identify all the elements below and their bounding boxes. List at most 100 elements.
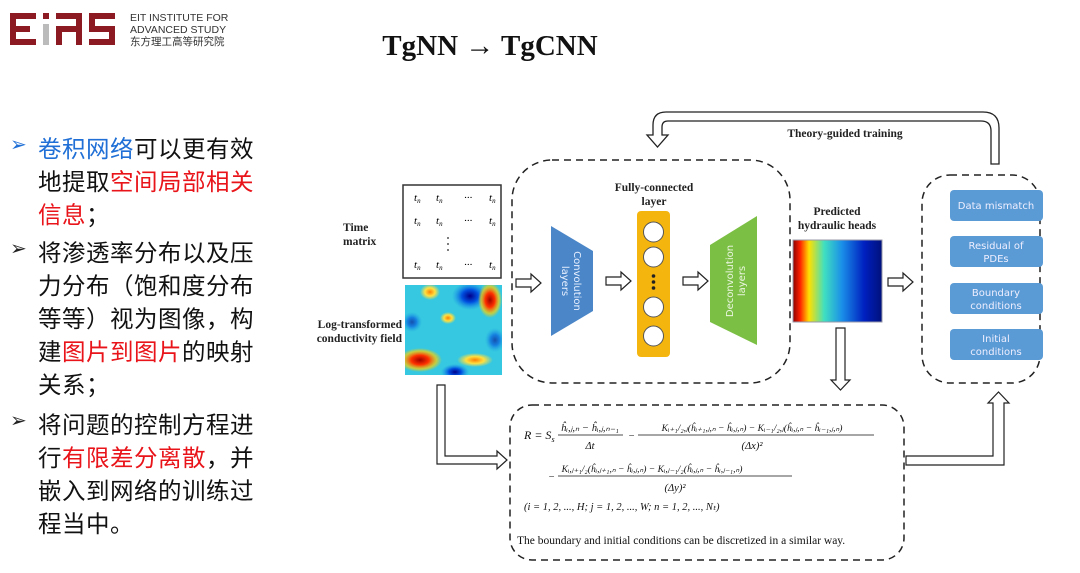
loss-item-label: conditions	[970, 347, 1021, 358]
bullet-text: 信息	[38, 201, 86, 229]
loss-item: Boundary conditions	[950, 283, 1043, 314]
time-matrix-entry: tn	[414, 259, 421, 272]
bullet-line: 程当中。	[38, 505, 134, 539]
bullet-text: 地提取	[38, 168, 110, 196]
bullet-line: 嵌入到网络的训练过	[38, 472, 254, 506]
bullet-line: 卷积网络可以更有效	[38, 130, 254, 164]
time-matrix-entries: tn tn ··· tn tn tn ··· tn tn tn ··· tn	[414, 192, 496, 272]
time-matrix-entry: tn	[436, 192, 443, 205]
svg-text:Kᵢ₊₁/₂,ⱼ(ĥᵢ₊₁,ⱼ,ₙ − ĥᵢ,ⱼ,ₙ) −: Kᵢ₊₁/₂,ⱼ(ĥᵢ₊₁,ⱼ,ₙ − ĥᵢ,ⱼ,ₙ) − Kᵢ₋₁/₂,ⱼ(ĥ…	[661, 421, 843, 434]
bullet-text: 程当中。	[38, 510, 134, 538]
bullet-text: 可以更有效	[134, 135, 254, 163]
field-to-formula-arrow	[436, 384, 508, 471]
fully-connected-layer	[637, 211, 670, 357]
down-arrow	[829, 327, 852, 391]
flow-arrows	[515, 270, 914, 294]
time-matrix-label-2: matrix	[343, 236, 376, 248]
time-matrix-label: Time	[343, 222, 368, 234]
deconv-label: Deconvolution	[725, 245, 736, 317]
svg-text:(i = 1, 2, ..., H; j = 1,: (i = 1, 2, ..., H; j = 1, 2, ..., W; n =…	[524, 502, 720, 513]
loss-container	[921, 174, 1041, 384]
bullet-line: 信息；	[38, 196, 110, 230]
bullet-line: 将渗透率分布以及压	[38, 234, 254, 268]
slide-title: TgNN → TgCNN	[382, 30, 598, 62]
loss-item-label: Data mismatch	[958, 201, 1034, 212]
bullet-marker-icon: ➢	[10, 132, 27, 156]
time-matrix-entry: tn	[414, 192, 421, 205]
eias-logo	[10, 13, 122, 53]
eias-logo-mark	[10, 13, 115, 45]
bullet-line: 将问题的控制方程进	[38, 406, 254, 440]
svg-text:(Δy)²: (Δy)²	[665, 483, 687, 494]
svg-text:Δt: Δt	[584, 441, 595, 452]
org-name-line1: EIT INSTITUTE FOR	[130, 12, 229, 24]
bullet-text: 力分布（饱和度分布	[38, 272, 254, 300]
bullet-line: 力分布（饱和度分布	[38, 267, 254, 301]
bullet-marker-icon: ➢	[10, 236, 27, 260]
bullet-text: 嵌入到网络的训练过	[38, 477, 254, 505]
formula-container	[509, 404, 905, 561]
loss-item: Residual of PDEs	[950, 236, 1043, 267]
svg-text:R = Ss: R = Ss	[523, 428, 555, 444]
time-matrix-entry: tn	[436, 215, 443, 228]
loss-item-label: Boundary	[972, 288, 1020, 299]
bullet-marker-icon: ➢	[10, 408, 27, 432]
svg-text:(Δx)²: (Δx)²	[742, 441, 764, 452]
predicted-heads-image	[792, 239, 883, 323]
bullet-text: 的映射	[182, 338, 254, 366]
fc-label-2: layer	[642, 196, 667, 208]
loss-item-label: PDEs	[983, 254, 1008, 265]
bullet-text: 将问题的控制方程进	[38, 411, 254, 439]
conductivity-label-2: conductivity field	[317, 333, 403, 345]
bullet-text: ；	[86, 201, 110, 229]
time-matrix-entry: ···	[464, 259, 473, 271]
bullet-text: 将渗透率分布以及压	[38, 239, 254, 267]
svg-text:ĥᵢ,ⱼ,ₙ − ĥᵢ,ⱼ,ₙ₋₁: ĥᵢ,ⱼ,ₙ − ĥᵢ,ⱼ,ₙ₋₁	[561, 421, 619, 434]
loss-item: Data mismatch	[950, 190, 1043, 221]
svg-text:Kᵢ,ⱼ₊₁/₂(ĥᵢ,ⱼ₊₁,ₙ − ĥᵢ,ⱼ,ₙ) −: Kᵢ,ⱼ₊₁/₂(ĥᵢ,ⱼ₊₁,ₙ − ĥᵢ,ⱼ,ₙ) − Kᵢ,ⱼ₋₁/₂(ĥ…	[561, 462, 743, 475]
bullet-line: 建图片到图片的映射	[38, 333, 254, 367]
time-matrix-entry: tn	[489, 215, 496, 228]
bullet-text: 等等）视为图像，构	[38, 305, 254, 333]
bullet-line: 行有限差分离散，并	[38, 439, 254, 473]
loss-item-label: conditions	[970, 301, 1021, 312]
loss-item: Initial conditions	[950, 329, 1043, 360]
network-container	[511, 159, 791, 384]
bullet-line: 地提取空间局部相关	[38, 163, 254, 197]
bullet-text: 行	[38, 444, 62, 472]
bullet-text: 关系；	[38, 371, 110, 399]
training-loop-arrow	[645, 111, 1000, 165]
conv-label: Convolution	[571, 251, 582, 311]
time-matrix-entry: ···	[464, 192, 473, 204]
loss-item-label: Residual of	[968, 241, 1024, 252]
time-matrix-entry: tn	[489, 259, 496, 272]
bullet-text: 空间局部相关	[110, 168, 254, 196]
heads-label: Predicted	[813, 206, 861, 218]
org-name-line2: ADVANCED STUDY	[130, 24, 227, 36]
conv-label-2: layers	[559, 266, 570, 296]
bullet-line: 等等）视为图像，构	[38, 300, 254, 334]
svg-text:−: −	[548, 472, 555, 483]
formula-to-loss-arrow	[905, 391, 1011, 466]
deconvolution-layers	[710, 216, 757, 345]
svg-text:−: −	[628, 431, 635, 442]
convolution-layers	[551, 226, 593, 336]
formula-note: The boundary and initial conditions can …	[517, 535, 845, 547]
loss-item-label: Initial	[982, 334, 1010, 345]
conductivity-field-image	[405, 285, 502, 375]
bullet-text: 卷积网络	[38, 135, 134, 163]
time-matrix-entry: tn	[489, 192, 496, 205]
neurons	[643, 221, 664, 347]
heads-label-2: hydraulic heads	[798, 220, 877, 232]
bullet-text: 有限差分离散	[62, 444, 206, 472]
fc-label: Fully-connected	[615, 182, 694, 194]
time-matrix-entry: ···	[464, 215, 473, 227]
training-label: Theory-guided training	[787, 128, 903, 140]
org-name-cn: 东方理工高等研究院	[130, 36, 225, 48]
time-matrix-entry: tn	[414, 215, 421, 228]
time-matrix-entry: tn	[436, 259, 443, 272]
deconv-label-2: layers	[737, 266, 748, 296]
bullet-text: 建	[38, 338, 62, 366]
bullet-text: ，并	[206, 444, 254, 472]
